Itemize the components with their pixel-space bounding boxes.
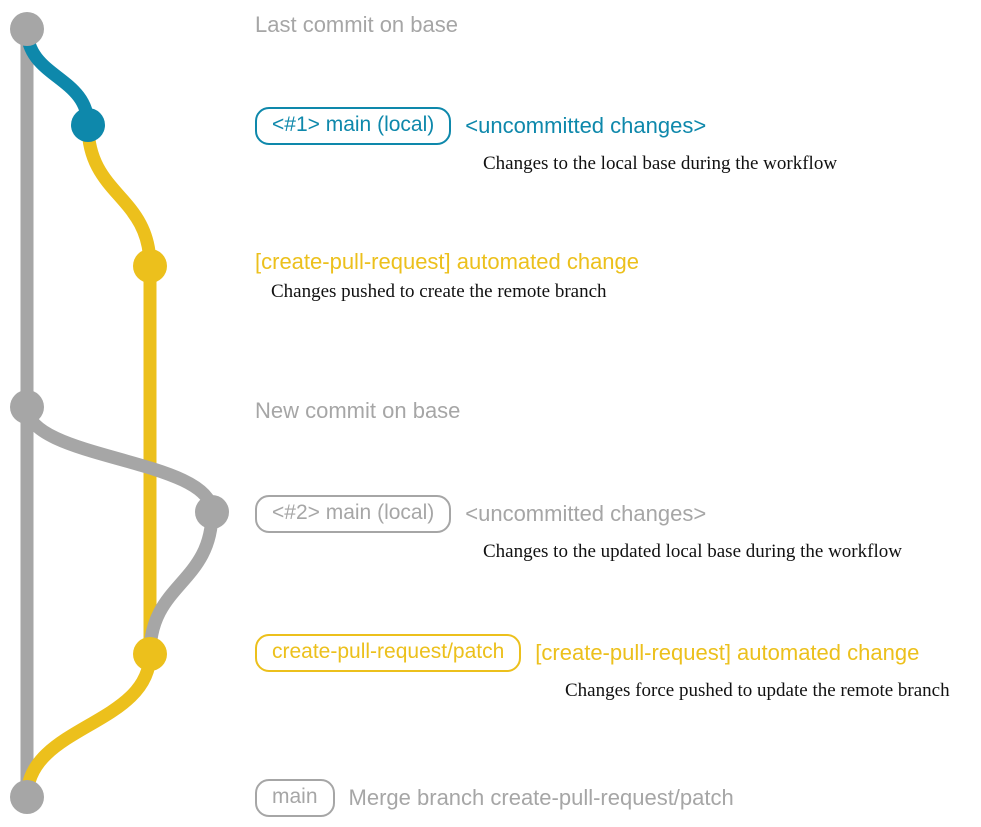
- commit-node-local-2[interactable]: [195, 495, 229, 529]
- commit-row-local-1: <#1> main (local) <uncommitted changes> …: [255, 107, 837, 175]
- commit-node-local-1[interactable]: [71, 108, 105, 142]
- commit-node-base-head[interactable]: [10, 12, 44, 46]
- branch-badge-remote-2[interactable]: create-pull-request/patch: [255, 634, 522, 673]
- commit-row-base-head: Last commit on base: [255, 12, 458, 38]
- commit-note-remote-1: Changes pushed to create the remote bran…: [271, 281, 607, 303]
- branch-badge-main[interactable]: main: [255, 779, 335, 818]
- commit-nodes: [10, 12, 229, 814]
- commit-row-remote-1: [create-pull-request] automated change C…: [255, 250, 639, 303]
- commit-note-local-1: Changes to the local base during the wor…: [483, 153, 838, 175]
- commit-subject-base-head: Last commit on base: [255, 12, 458, 37]
- commit-node-remote-1[interactable]: [133, 249, 167, 283]
- branch-badge-local-1[interactable]: <#1> main (local): [255, 107, 452, 146]
- commit-row-local-2: <#2> main (local) <uncommitted changes> …: [255, 495, 902, 563]
- edge-basenew-to-local2: [20, 400, 219, 519]
- edge-base-to-local1: [20, 22, 95, 132]
- commit-node-merge[interactable]: [10, 780, 44, 814]
- commit-subject-local-2: <uncommitted changes>: [465, 501, 707, 527]
- commit-subject-remote-1: [create-pull-request] automated change: [255, 249, 640, 274]
- commit-note-local-2: Changes to the updated local base during…: [483, 541, 902, 563]
- commit-row-base-new: New commit on base: [255, 398, 460, 424]
- commit-subject-merge: Merge branch create-pull-request/patch: [348, 785, 734, 811]
- commit-note-remote-2: Changes force pushed to update the remot…: [565, 680, 950, 702]
- commit-subject-local-1: <uncommitted changes>: [465, 113, 707, 139]
- edge-local2-to-remote2: [143, 505, 219, 661]
- commit-subject-remote-2: [create-pull-request] automated change: [535, 640, 920, 666]
- commit-node-remote-2[interactable]: [133, 637, 167, 671]
- commit-node-base-new[interactable]: [10, 390, 44, 424]
- edge-remote2-to-merge: [20, 647, 157, 804]
- branch-badge-local-2[interactable]: <#2> main (local): [255, 495, 452, 534]
- commit-row-remote-2: create-pull-request/patch [create-pull-r…: [255, 634, 950, 702]
- edge-local1-to-remote1: [81, 118, 157, 273]
- commit-row-merge: main Merge branch create-pull-request/pa…: [255, 779, 734, 818]
- commit-subject-base-new: New commit on base: [255, 398, 461, 423]
